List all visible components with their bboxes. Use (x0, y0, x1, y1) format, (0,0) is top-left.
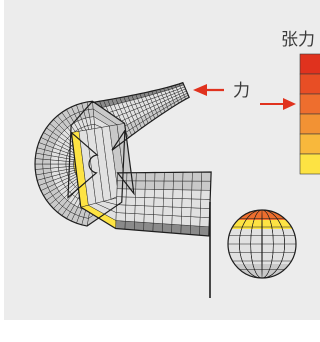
mesh-cell (189, 225, 201, 236)
mesh-cell (134, 197, 146, 207)
scale-swatch (299, 133, 320, 155)
mesh-cell (199, 216, 210, 228)
mesh-cell (134, 213, 145, 223)
sphere-band (228, 229, 296, 264)
mesh-cell (190, 198, 202, 209)
mesh-cell (163, 172, 174, 182)
mesh-cell (115, 212, 126, 222)
stress-label: 张力 (281, 30, 315, 50)
mesh-cell (172, 198, 183, 208)
sphere-outline (227, 209, 297, 279)
bent-beam-mesh (34, 81, 212, 237)
scale-swatch (299, 73, 320, 95)
mesh-cell (125, 196, 136, 206)
mesh-cell (153, 197, 164, 207)
mesh-cell (162, 206, 173, 216)
force-label: 力 (233, 81, 250, 101)
mesh-cell (180, 224, 191, 235)
sphere-longitude (261, 210, 263, 278)
mesh-cell (144, 188, 155, 199)
mesh-cell (182, 180, 193, 191)
mesh-cell (181, 198, 192, 209)
mesh-cell (34, 168, 44, 176)
mesh-cell (162, 223, 173, 234)
scale-swatch (299, 113, 320, 135)
mesh-cell (190, 207, 201, 218)
mesh-cell (171, 206, 183, 217)
mesh-cell (143, 213, 154, 224)
mesh-cell (124, 220, 135, 231)
mesh-cell (173, 172, 184, 182)
beam-outline (34, 81, 212, 237)
mesh-cell (154, 180, 165, 190)
mesh-cell (163, 189, 174, 199)
sphere-band (228, 220, 296, 229)
mesh-cell (125, 212, 136, 223)
scale-pointer-arrow-icon (260, 98, 296, 110)
mesh-cell (153, 189, 165, 199)
mesh-cell (200, 189, 211, 200)
mesh-cell (172, 180, 184, 191)
mesh-cell (199, 225, 210, 237)
mesh-cell (42, 163, 51, 170)
mesh-cell (190, 216, 201, 227)
sphere-longitude (239, 210, 285, 278)
mesh-cell (153, 214, 164, 224)
mesh-cell (154, 172, 165, 182)
mesh-cell (145, 172, 156, 182)
mesh-cell (180, 215, 192, 226)
mesh-cell (115, 220, 126, 230)
mesh-cell (34, 163, 44, 170)
mesh-cell (162, 214, 173, 225)
scale-swatch (299, 93, 320, 115)
mesh-cell (191, 189, 202, 200)
mesh-cell (191, 171, 203, 182)
mesh-cell (135, 172, 146, 182)
mesh-cell (163, 180, 174, 190)
mesh-cell (172, 189, 183, 199)
mesh-cell (134, 221, 145, 231)
mesh-cell (125, 204, 136, 214)
mesh-cell (57, 163, 67, 168)
stress-color-scale (299, 53, 320, 175)
sphere-band (228, 210, 296, 220)
mesh-cell (181, 207, 192, 217)
mesh-cell (34, 158, 44, 165)
mesh-cell (144, 180, 155, 190)
scale-swatch (299, 53, 320, 75)
mesh-cell (182, 171, 193, 182)
mesh-cell (116, 204, 127, 214)
mesh-cell (199, 207, 211, 218)
mesh-cell (50, 163, 59, 169)
cross-section-sphere (227, 209, 297, 279)
mesh-cell (201, 171, 212, 182)
mesh-cell (144, 197, 155, 207)
mesh-cell (191, 180, 202, 191)
mesh-cell (200, 180, 212, 191)
mesh-cell (143, 222, 154, 232)
mesh-cell (171, 215, 182, 226)
mesh-cell (135, 188, 146, 198)
force-arrow-icon (193, 84, 224, 96)
mesh-cell (135, 180, 146, 190)
scale-swatch (299, 153, 320, 175)
mesh-cell (153, 205, 164, 216)
mesh-cell (143, 205, 155, 215)
mesh-cell (162, 197, 174, 208)
mesh-cell (152, 222, 163, 233)
mesh-cell (171, 224, 182, 234)
mesh-cell (134, 205, 145, 215)
mesh-cell (181, 189, 193, 200)
sphere-longitude (250, 210, 274, 278)
mesh-cell (200, 198, 211, 209)
